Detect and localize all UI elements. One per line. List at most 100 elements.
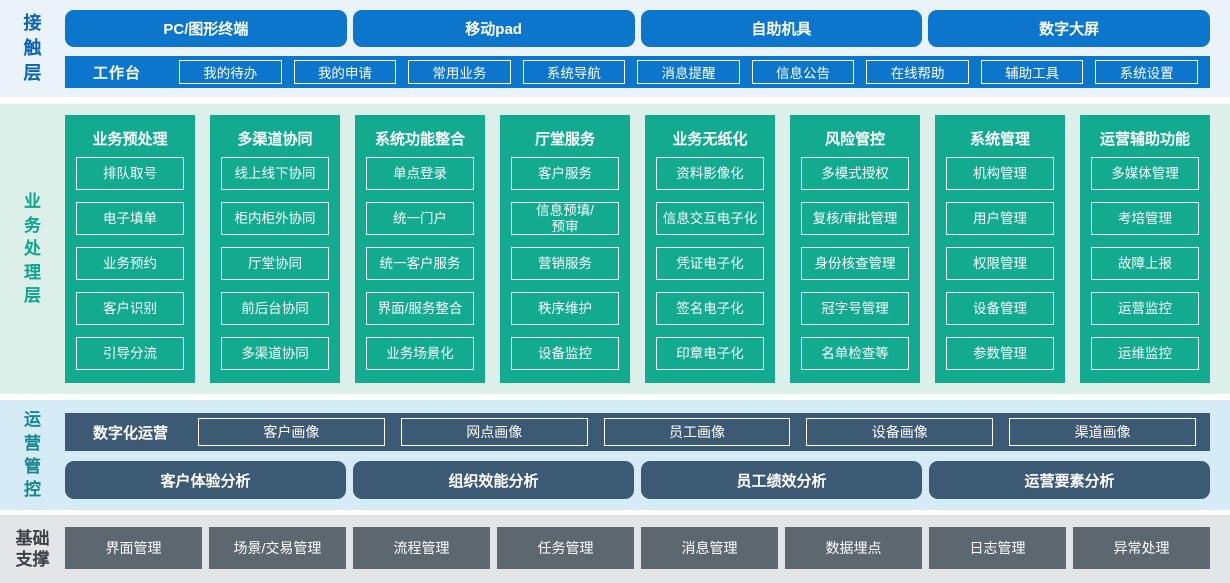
foundation-section: 基础支撑 界面管理 场景/交易管理 流程管理 任务管理 消息管理 数据埋点 日志… (0, 515, 1230, 583)
column-item: 故障上报 (1091, 247, 1199, 280)
column-item: 印章电子化 (656, 337, 764, 370)
analysis-ops-elements: 运营要素分析 (929, 461, 1210, 499)
foundation-item-scene-transaction: 场景/交易管理 (209, 527, 346, 569)
ops-item-customer-portrait: 客户画像 (198, 418, 385, 446)
column-item: 用户管理 (946, 202, 1054, 235)
column-item: 设备管理 (946, 292, 1054, 325)
operations-section: 运营管控 数字化运营 客户画像 网点画像 员工画像 设备画像 渠道画像 客户体验… (0, 400, 1230, 510)
column-item: 多渠道协同 (221, 337, 329, 370)
column-items: 资料影像化 信息交互电子化 凭证电子化 签名电子化 印章电子化 (656, 157, 764, 370)
contact-layer-label: 接触层 (23, 13, 42, 83)
workbench-item-online-help: 在线帮助 (866, 60, 969, 84)
business-column-lobby-service: 厅堂服务 客户服务 信息预填/ 预审 营销服务 秩序维护 设备监控 (500, 115, 630, 383)
column-item: 复核/审批管理 (801, 202, 909, 235)
column-item: 业务预约 (76, 247, 184, 280)
column-title: 系统功能整合 (374, 130, 465, 148)
digital-ops-label: 数字化运营 (93, 424, 169, 442)
column-item: 名单检查等 (801, 337, 909, 370)
column-item: 机构管理 (946, 157, 1054, 190)
column-item: 冠字号管理 (801, 292, 909, 325)
column-item: 业务场景化 (366, 337, 474, 370)
column-title: 厅堂服务 (534, 130, 595, 148)
terminal-pc: PC/图形终端 (65, 10, 347, 47)
business-column-system-management: 系统管理 机构管理 用户管理 权限管理 设备管理 参数管理 (935, 115, 1065, 383)
workbench-bar: 工作台 我的待办 我的申请 常用业务 系统导航 消息提醒 信息公告 在线帮助 辅… (65, 56, 1210, 88)
foundation-row: 界面管理 场景/交易管理 流程管理 任务管理 消息管理 数据埋点 日志管理 异常… (65, 527, 1210, 569)
column-item: 身份核查管理 (801, 247, 909, 280)
column-title: 风险管控 (824, 130, 885, 148)
business-columns: 业务预处理 排队取号 电子填单 业务预约 客户识别 引导分流 多渠道协同 线上线… (65, 115, 1210, 383)
column-title: 系统管理 (969, 130, 1030, 148)
foundation-item-message-management: 消息管理 (641, 527, 778, 569)
column-items: 客户服务 信息预填/ 预审 营销服务 秩序维护 设备监控 (511, 157, 619, 370)
analysis-employee-performance: 员工绩效分析 (641, 461, 922, 499)
workbench-item-applications: 我的申请 (293, 60, 397, 84)
column-item: 柜内柜外协同 (221, 202, 329, 235)
column-item: 厅堂协同 (221, 247, 329, 280)
column-item: 排队取号 (76, 157, 184, 190)
column-item: 营销服务 (511, 247, 619, 280)
column-item: 签名电子化 (656, 292, 764, 325)
digital-ops-bar: 数字化运营 客户画像 网点画像 员工画像 设备画像 渠道画像 (65, 413, 1210, 451)
workbench-item-common-business: 常用业务 (408, 60, 511, 84)
column-items: 多模式授权 复核/审批管理 身份核查管理 冠字号管理 名单检查等 (801, 157, 909, 370)
column-item: 权限管理 (946, 247, 1054, 280)
analysis-row: 客户体验分析 组织效能分析 员工绩效分析 运营要素分析 (65, 461, 1210, 499)
contact-layer-content: PC/图形终端 移动pad 自助机具 数字大屏 工作台 我的待办 我的申请 常用… (65, 0, 1230, 97)
workbench-label: 工作台 (93, 64, 142, 82)
terminal-self-service: 自助机具 (640, 10, 923, 47)
business-layer-content: 业务预处理 排队取号 电子填单 业务预约 客户识别 引导分流 多渠道协同 线上线… (65, 104, 1230, 394)
column-item: 线上线下协同 (221, 157, 329, 190)
column-item: 客户服务 (511, 157, 619, 190)
contact-layer-label-col: 接触层 (0, 0, 65, 97)
foundation-item-log-management: 日志管理 (929, 527, 1066, 569)
analysis-customer-experience: 客户体验分析 (65, 461, 346, 499)
workbench-item-system-settings: 系统设置 (1095, 60, 1198, 84)
column-item: 多媒体管理 (1091, 157, 1199, 190)
column-title: 业务预处理 (92, 130, 168, 148)
foundation-item-task-management: 任务管理 (497, 527, 634, 569)
column-items: 线上线下协同 柜内柜外协同 厅堂协同 前后台协同 多渠道协同 (221, 157, 329, 370)
column-item: 资料影像化 (656, 157, 764, 190)
operations-label-col: 运营管控 (0, 400, 65, 510)
ops-item-employee-portrait: 员工画像 (603, 418, 791, 446)
terminal-mobile-pad: 移动pad (352, 10, 635, 47)
column-item: 单点登录 (366, 157, 474, 190)
column-item: 客户识别 (76, 292, 184, 325)
foundation-item-data-tracking: 数据埋点 (785, 527, 922, 569)
column-items: 排队取号 电子填单 业务预约 客户识别 引导分流 (76, 157, 184, 370)
ops-item-device-portrait: 设备画像 (806, 418, 994, 446)
column-item: 考培管理 (1091, 202, 1199, 235)
contact-layer-section: 接触层 PC/图形终端 移动pad 自助机具 数字大屏 工作台 我的待办 我的申… (0, 0, 1230, 97)
business-column-ops-auxiliary: 运营辅助功能 多媒体管理 考培管理 故障上报 运营监控 运维监控 (1080, 115, 1210, 383)
business-layer-label-col: 业务处理层 (0, 104, 65, 394)
business-column-paperless: 业务无纸化 资料影像化 信息交互电子化 凭证电子化 签名电子化 印章电子化 (645, 115, 775, 383)
operations-content: 数字化运营 客户画像 网点画像 员工画像 设备画像 渠道画像 客户体验分析 组织… (65, 400, 1230, 510)
column-item: 前后台协同 (221, 292, 329, 325)
business-layer-section: 业务处理层 业务预处理 排队取号 电子填单 业务预约 客户识别 引导分流 多渠道… (0, 104, 1230, 394)
column-items: 多媒体管理 考培管理 故障上报 运营监控 运维监控 (1091, 157, 1199, 370)
column-item: 信息预填/ 预审 (511, 202, 619, 235)
analysis-org-efficiency: 组织效能分析 (353, 461, 634, 499)
foundation-label-col: 基础支撑 (0, 515, 65, 583)
business-column-multichannel: 多渠道协同 线上线下协同 柜内柜外协同 厅堂协同 前后台协同 多渠道协同 (210, 115, 340, 383)
column-item: 界面/服务整合 (366, 292, 474, 325)
column-item: 秩序维护 (511, 292, 619, 325)
operations-label: 运营管控 (24, 410, 41, 500)
column-items: 机构管理 用户管理 权限管理 设备管理 参数管理 (946, 157, 1054, 370)
ops-item-channel-portrait: 渠道画像 (1009, 418, 1196, 446)
column-title: 业务无纸化 (672, 130, 748, 148)
column-item: 凭证电子化 (656, 247, 764, 280)
business-column-system-integration: 系统功能整合 单点登录 统一门户 统一客户服务 界面/服务整合 业务场景化 (355, 115, 485, 383)
column-title: 运营辅助功能 (1099, 130, 1190, 148)
column-item: 参数管理 (946, 337, 1054, 370)
column-item: 信息交互电子化 (656, 202, 764, 235)
foundation-content: 界面管理 场景/交易管理 流程管理 任务管理 消息管理 数据埋点 日志管理 异常… (65, 515, 1230, 583)
terminal-digital-screen: 数字大屏 (928, 10, 1210, 47)
business-column-risk-control: 风险管控 多模式授权 复核/审批管理 身份核查管理 冠字号管理 名单检查等 (790, 115, 920, 383)
column-item: 统一门户 (366, 202, 474, 235)
business-column-preprocessing: 业务预处理 排队取号 电子填单 业务预约 客户识别 引导分流 (65, 115, 195, 383)
workbench-item-announcements: 信息公告 (751, 60, 855, 84)
workbench-item-system-nav: 系统导航 (522, 60, 626, 84)
